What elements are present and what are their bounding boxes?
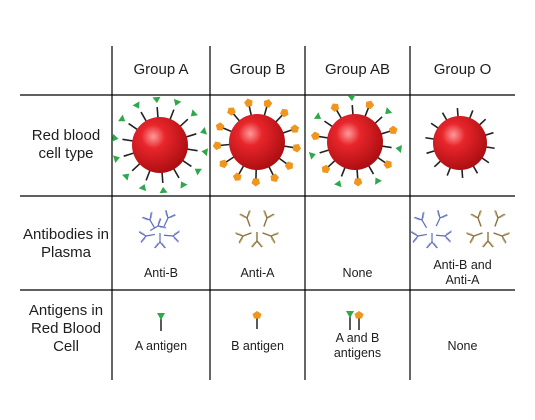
row-label-cell-type: Red blood cell type (31, 127, 101, 162)
antigen-a-spike-icon (190, 109, 198, 117)
antigens-group-ab: A and B antigens (333, 331, 382, 360)
antigen-b-spike-icon (270, 173, 279, 182)
row-label-antigens: Antigens in Red Blood Cell (28, 302, 104, 355)
antigen-a-spike-icon (375, 177, 382, 185)
antigen-b-spike-icon (290, 124, 300, 133)
antigen-a-spike-icon (132, 101, 140, 109)
antigen-a-spike-icon (200, 127, 208, 135)
antigen-a-spike-icon (180, 181, 188, 189)
cell-group-b-icon (212, 98, 302, 187)
antigen-b-spike-icon (310, 131, 320, 141)
antigen-a-spike-icon (138, 184, 147, 192)
antigen-a-spike-icon (194, 168, 202, 176)
antigen-b-spike-icon (219, 159, 228, 169)
antigens-group-b: B antigen (231, 339, 284, 353)
antigen-b-spike-icon (284, 161, 293, 170)
antigen-a-spike-icon (173, 98, 182, 106)
antibody-cluster-anti-b-o-icon (410, 209, 453, 249)
antigen-b-spike-icon (365, 100, 375, 110)
antigen-b-spike-icon (251, 178, 261, 187)
antibodies-group-a: Anti-B (143, 266, 179, 280)
antigen-b-spike-icon (263, 99, 273, 108)
cell-group-a-icon (111, 96, 209, 194)
antigen-b-icon (252, 311, 262, 329)
antigen-a-spike-icon (159, 186, 168, 194)
antigen-a-spike-icon (385, 107, 393, 115)
antigen-a-spike-icon (334, 180, 342, 188)
antibody-cluster-anti-a-o-icon (465, 209, 511, 248)
antigens-group-a: A antigen (134, 339, 188, 353)
header-group-b: Group B (229, 61, 286, 78)
antigen-a-spike-icon (201, 148, 209, 157)
cell-group-o-icon (425, 108, 495, 178)
header-group-ab: Group AB (324, 61, 391, 78)
antigen-a-spike-icon (122, 173, 130, 181)
antigen-a-spike-icon (308, 152, 316, 160)
antibody-cluster-anti-a-icon (234, 209, 280, 248)
antigen-b-spike-icon (232, 172, 242, 181)
antigen-b-spike-icon (279, 108, 289, 118)
antigen-a-spike-icon (347, 94, 356, 102)
antigen-a-spike-icon (313, 112, 322, 119)
antibody-cluster-anti-b-icon (138, 209, 181, 249)
header-group-a: Group A (133, 61, 189, 78)
antigen-b-spike-icon (330, 103, 340, 112)
antigen-b-spike-icon (353, 178, 363, 187)
row-label-antibodies: Antibodies in Plasma (23, 226, 109, 261)
antigen-b-spike-icon (321, 164, 331, 174)
antibodies-group-ab: None (342, 266, 373, 280)
antigen-a-spike-icon (112, 155, 120, 163)
antigen-b-spike-icon (227, 107, 236, 116)
antigen-a-spike-icon (118, 114, 126, 122)
cell-group-ab-icon (308, 94, 403, 188)
antigen-b-spike-icon (292, 143, 302, 153)
antigen-a-spike-icon (395, 145, 403, 153)
antigen-a-spike-icon (152, 96, 161, 104)
antigen-a-and-b-icon (346, 311, 364, 330)
antigen-b-spike-icon (388, 125, 398, 134)
header-group-o: Group O (433, 61, 492, 78)
antigen-b-spike-icon (212, 141, 222, 151)
antibodies-group-b: Anti-A (240, 266, 275, 280)
antigen-b-spike-icon (244, 98, 253, 107)
antigen-b-spike-icon (383, 160, 392, 169)
antibodies-group-o: Anti-B and Anti-A (433, 258, 492, 287)
table-grid (20, 46, 515, 380)
antigen-b-spike-icon (215, 122, 225, 131)
antigens-group-o: None (447, 339, 478, 353)
antigen-a-spike-icon (111, 133, 119, 142)
antigen-a-icon (157, 313, 165, 331)
